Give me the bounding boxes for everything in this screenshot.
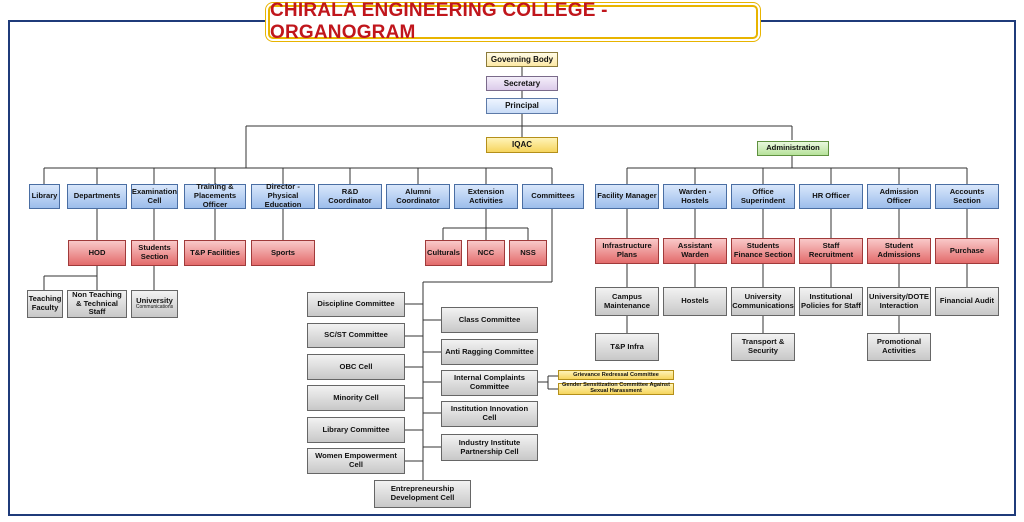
node-anti-ragging: Anti Ragging Committee <box>441 339 538 365</box>
node-secretary: Secretary <box>486 76 558 91</box>
node-alumni-coordinator: Alumni Coordinator <box>386 184 450 209</box>
node-library-committee: Library Committee <box>307 417 405 443</box>
node-teaching-faculty: Teaching Faculty <box>27 290 63 318</box>
node-training-placements: Training & Placements Officer <box>184 183 246 209</box>
node-departments: Departments <box>67 184 127 209</box>
node-promotional-activities: Promotional Activities <box>867 333 931 361</box>
node-institutional-policies: Institutional Policies for Staff <box>799 287 863 316</box>
node-students-section: Students Section <box>131 240 178 266</box>
node-ncc: NCC <box>467 240 505 266</box>
node-students-finance: Students Finance Section <box>731 238 795 264</box>
node-iqac: IQAC <box>486 137 558 153</box>
node-non-teaching: Non Teaching & Technical Staff <box>67 290 127 318</box>
node-examination-cell: Examination Cell <box>131 184 178 209</box>
node-transport-security: Transport & Security <box>731 333 795 361</box>
node-campus-maintenance: Campus Maintenance <box>595 287 659 316</box>
node-rd-coordinator: R&D Coordinator <box>318 184 382 209</box>
node-accounts-section: Accounts Section <box>935 184 999 209</box>
node-internal-complaints: Internal Complaints Committee <box>441 370 538 396</box>
node-extension-activities: Extension Activities <box>454 184 518 209</box>
node-admission-officer: Admission Officer <box>867 184 931 209</box>
node-nss: NSS <box>509 240 547 266</box>
node-financial-audit: Financial Audit <box>935 287 999 316</box>
node-infrastructure-plans: Infrastructure Plans <box>595 238 659 264</box>
node-scst-committee: SC/ST Committee <box>307 323 405 348</box>
node-purchase: Purchase <box>935 238 999 264</box>
node-administration: Administration <box>757 141 829 156</box>
node-sports: Sports <box>251 240 315 266</box>
node-women-empowerment: Women Empowerment Cell <box>307 448 405 474</box>
node-minority-cell: Minority Cell <box>307 385 405 411</box>
node-institution-innovation: Institution Innovation Cell <box>441 401 538 427</box>
node-staff-recruitment: Staff Recruitment <box>799 238 863 264</box>
node-discipline-committee: Discipline Committee <box>307 292 405 317</box>
node-principal: Principal <box>486 98 558 114</box>
communications-label: Communications <box>135 304 174 311</box>
node-facility-manager: Facility Manager <box>595 184 659 209</box>
node-grievance-redressal: Grievance Redressal Committee <box>558 370 674 380</box>
node-assistant-warden: Assistant Warden <box>663 238 727 264</box>
node-student-admissions: Student Admissions <box>867 238 931 264</box>
node-industry-institute: Industry Institute Partnership Cell <box>441 434 538 461</box>
university-label: University <box>136 295 173 305</box>
title-banner: CHIRALA ENGINEERING COLLEGE - ORGANOGRAM <box>268 0 758 43</box>
node-culturals: Culturals <box>425 240 462 266</box>
node-university-communications-left: University Communications <box>131 290 178 318</box>
node-library: Library <box>29 184 60 209</box>
node-class-committee: Class Committee <box>441 307 538 333</box>
node-hod: HOD <box>68 240 126 266</box>
node-university-communications: University Communications <box>731 287 795 316</box>
node-entrepreneurship: Entrepreneurship Development Cell <box>374 480 471 508</box>
page-title: CHIRALA ENGINEERING COLLEGE - ORGANOGRAM <box>270 0 608 43</box>
node-tp-facilities: T&P Facilities <box>184 240 246 266</box>
node-director-pe: Director - Physical Education <box>251 183 315 209</box>
node-gender-sensitization: Gender Sensitization Committee Against S… <box>558 383 674 395</box>
node-tp-infra: T&P Infra <box>595 333 659 361</box>
node-office-superintendent: Office Superindent <box>731 184 795 209</box>
node-committees: Committees <box>522 184 584 209</box>
node-governing-body: Governing Body <box>486 52 558 67</box>
node-obc-cell: OBC Cell <box>307 354 405 380</box>
node-warden-hostels: Warden - Hostels <box>663 184 727 209</box>
node-hostels: Hostels <box>663 287 727 316</box>
node-university-dote: University/DOTE Interaction <box>867 287 931 316</box>
node-hr-officer: HR Officer <box>799 184 863 209</box>
